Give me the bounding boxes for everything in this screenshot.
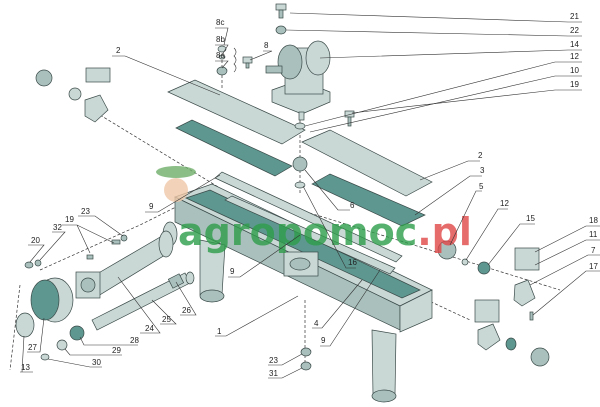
ring-13 (15, 312, 35, 338)
label-22: 22 (570, 26, 579, 35)
circlip-30 (40, 353, 50, 361)
label-15: 15 (526, 214, 535, 223)
pin-17 (529, 311, 534, 321)
window-plate-right (311, 173, 426, 227)
label-31: 31 (269, 369, 278, 378)
label-1: 1 (217, 327, 222, 336)
label-8b: 8b (216, 35, 225, 44)
label-8: 8 (264, 41, 269, 50)
label-3: 3 (480, 166, 485, 175)
label-9-lower: 9 (321, 336, 326, 345)
label-16: 16 (348, 258, 357, 267)
nut-31 (300, 361, 312, 371)
main-frame (162, 183, 433, 403)
bolt-19-left (86, 254, 94, 260)
gearbox (265, 40, 331, 121)
shaft-25 (91, 271, 195, 331)
label-2-right: 2 (478, 151, 483, 160)
cover-plate-left (167, 79, 306, 145)
bearing-lower (505, 337, 517, 351)
label-25: 25 (162, 315, 171, 324)
bolt-19-top (344, 110, 355, 127)
label-26: 26 (182, 306, 191, 315)
label-17: 17 (589, 262, 598, 271)
label-5: 5 (479, 182, 484, 191)
label-19-left: 19 (65, 215, 74, 224)
ring-16 (294, 181, 306, 189)
gear-left (35, 69, 53, 87)
bolt-8 (242, 56, 253, 69)
cover-plate-right (301, 129, 433, 197)
label-12-right: 12 (500, 199, 509, 208)
label-29: 29 (112, 346, 121, 355)
bearing-left (68, 87, 82, 101)
label-28: 28 (130, 336, 139, 345)
window-plate-left (175, 119, 293, 177)
nut-23-left (120, 234, 128, 242)
gear-lower (530, 347, 550, 367)
bearing-housing-7 (513, 279, 536, 307)
label-20: 20 (31, 236, 40, 245)
label-7: 7 (591, 246, 596, 255)
label-2: 2 (116, 46, 121, 55)
watermark-logo: agropomoc.pl (156, 166, 472, 254)
label-30: 30 (92, 358, 101, 367)
tube-24 (75, 230, 174, 299)
label-8c: 8c (216, 18, 224, 27)
label-6: 6 (350, 201, 355, 210)
nut-22 (275, 25, 287, 35)
label-4: 4 (314, 319, 319, 328)
label-14: 14 (570, 40, 579, 49)
brace (233, 47, 237, 73)
label-11: 11 (589, 230, 598, 239)
nut-8a (216, 66, 228, 76)
bolt-19-tube (111, 239, 121, 245)
label-10: 10 (570, 66, 579, 75)
label-18: 18 (589, 216, 598, 225)
label-12: 12 (570, 52, 579, 61)
washer-8c (217, 45, 227, 53)
angle-bar-9 (214, 171, 403, 263)
label-13: 13 (21, 363, 30, 372)
label-24: 24 (145, 324, 154, 333)
cup-27 (30, 277, 74, 323)
gear-6 (292, 156, 308, 172)
bolt-21 (275, 3, 287, 19)
circlip-29 (56, 339, 68, 351)
label-8a: 8a (216, 51, 225, 60)
bearing-housing-lower (477, 323, 501, 351)
label-9-mid: 9 (230, 267, 235, 276)
bearing-housing-left (84, 94, 109, 123)
label-32: 32 (53, 223, 62, 232)
ring-12-right (461, 258, 469, 266)
bolts-left (85, 67, 111, 83)
nut-23 (300, 347, 312, 357)
label-23: 23 (81, 207, 90, 216)
ring-12-top (294, 122, 306, 130)
label-23-lower: 23 (269, 356, 278, 365)
bearing-15 (477, 261, 491, 275)
bolts-18-11 (514, 247, 540, 271)
nut-20 (24, 261, 34, 269)
callout-labels: 8c 8b 8a 8 21 22 14 12 10 19 2 2 3 5 12 … (20, 12, 600, 379)
gear-5 (437, 240, 457, 260)
svg-text:agropomoc.pl: agropomoc.pl (178, 210, 472, 254)
label-19: 19 (570, 80, 579, 89)
bolts-lower (474, 299, 500, 323)
bearing-28 (69, 325, 85, 341)
label-21: 21 (570, 12, 579, 21)
label-27: 27 (28, 343, 37, 352)
label-9: 9 (149, 202, 154, 211)
nut-32 (34, 259, 42, 267)
